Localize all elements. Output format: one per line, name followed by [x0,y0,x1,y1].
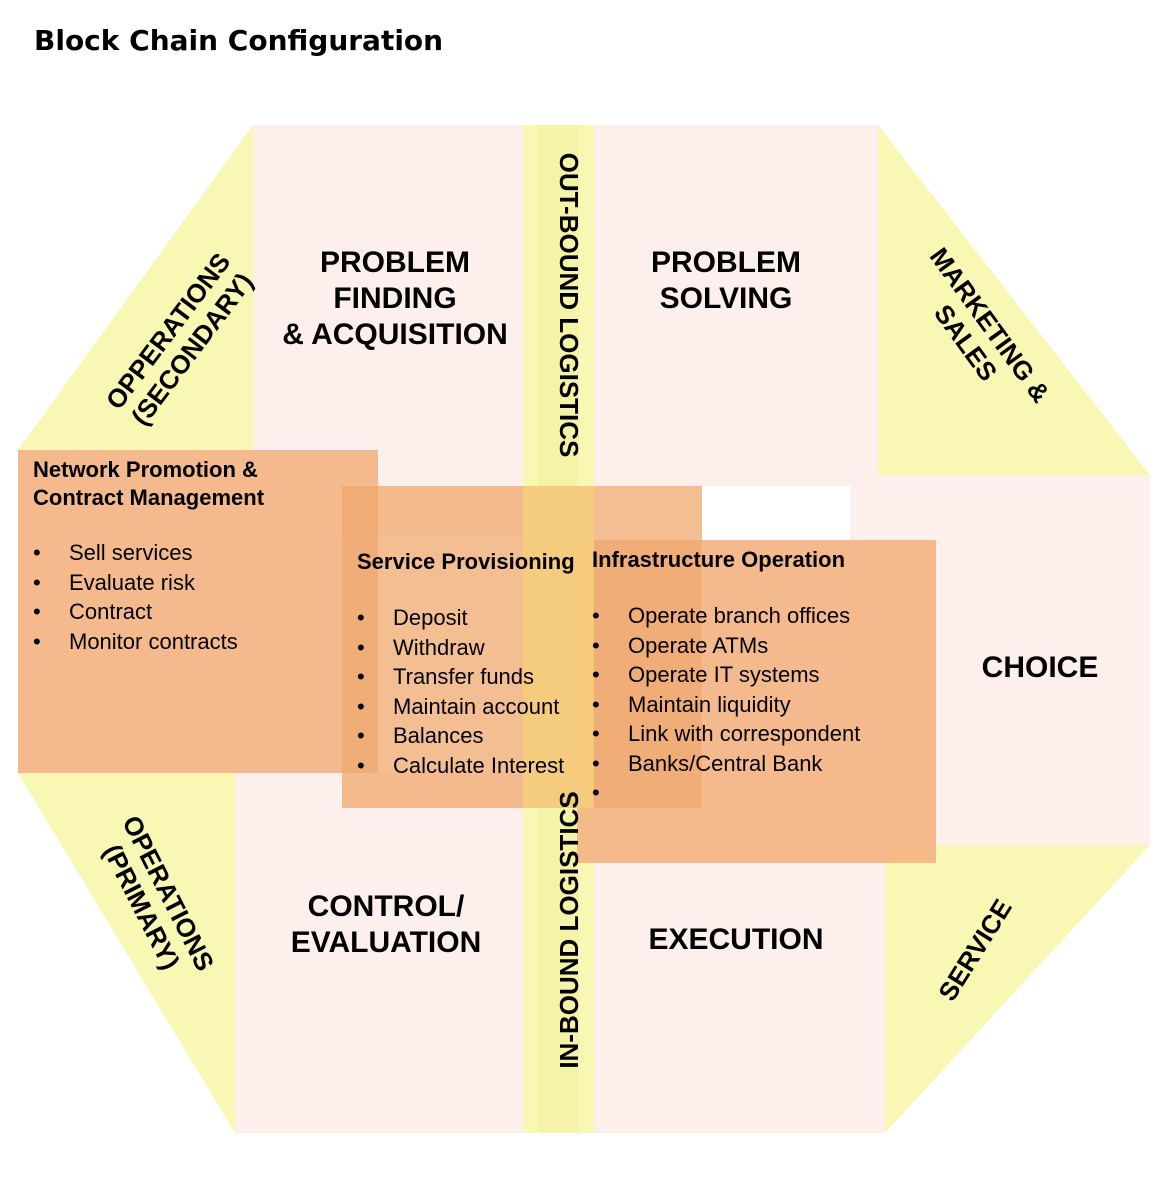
marketing-panel [878,125,1150,475]
list-item: Maintain account [357,692,597,722]
infrastructure-operation-title: Infrastructure Operation [592,547,846,572]
infrastructure-operation-list: Operate branch offices Operate ATMs Oper… [592,601,932,808]
list-item: Sell services [33,538,373,568]
service-provisioning-box: Service Provisioning Deposit Withdraw Tr… [357,548,597,780]
list-item: Balances [357,721,597,751]
service-panel [885,845,1150,1133]
list-item: Calculate Interest [357,751,597,781]
quadrant-top-right-bg [594,125,878,486]
quadrant-problem-finding: PROBLEM FINDING & ACQUISITION [282,246,508,351]
list-item: Operate branch offices [592,601,932,631]
list-item: Maintain liquidity [592,690,932,720]
quadrant-execution: EXECUTION [648,923,824,956]
out-bound-logistics-label: OUT-BOUND LOGISTICS [554,152,584,458]
list-item: Transfer funds [357,662,597,692]
list-item: Link with correspondent [592,719,932,749]
quadrant-control-evaluation: CONTROL/ EVALUATION [290,890,482,959]
list-item: Evaluate risk [33,568,373,598]
in-bound-logistics-label: IN-BOUND LOGISTICS [554,791,584,1069]
operations-primary-panel [18,773,235,1133]
list-item: Monitor contracts [33,627,373,657]
list-item: Withdraw [357,633,597,663]
list-item: Operate ATMs [592,631,932,661]
service-provisioning-list: Deposit Withdraw Transfer funds Maintain… [357,603,597,780]
network-promotion-box: Network Promotion & Contract Management … [33,456,373,656]
diagram-title: Block Chain Configuration [34,24,444,57]
network-promotion-list: Sell services Evaluate risk Contract Mon… [33,538,373,656]
operations-secondary-panel [18,125,253,450]
network-promotion-title: Network Promotion & Contract Management [33,457,265,510]
infrastructure-operation-box: Infrastructure Operation Operate branch … [592,546,932,808]
quadrant-problem-solving: PROBLEM SOLVING [651,246,801,315]
list-item: Deposit [357,603,597,633]
service-provisioning-title: Service Provisioning [357,549,575,574]
list-item: Banks/Central Bank [592,749,932,779]
quadrant-choice: CHOICE [981,651,1099,684]
quadrant-bottom-left-bg [235,773,523,1133]
list-item: Operate IT systems [592,660,932,690]
list-item: Contract [33,597,373,627]
